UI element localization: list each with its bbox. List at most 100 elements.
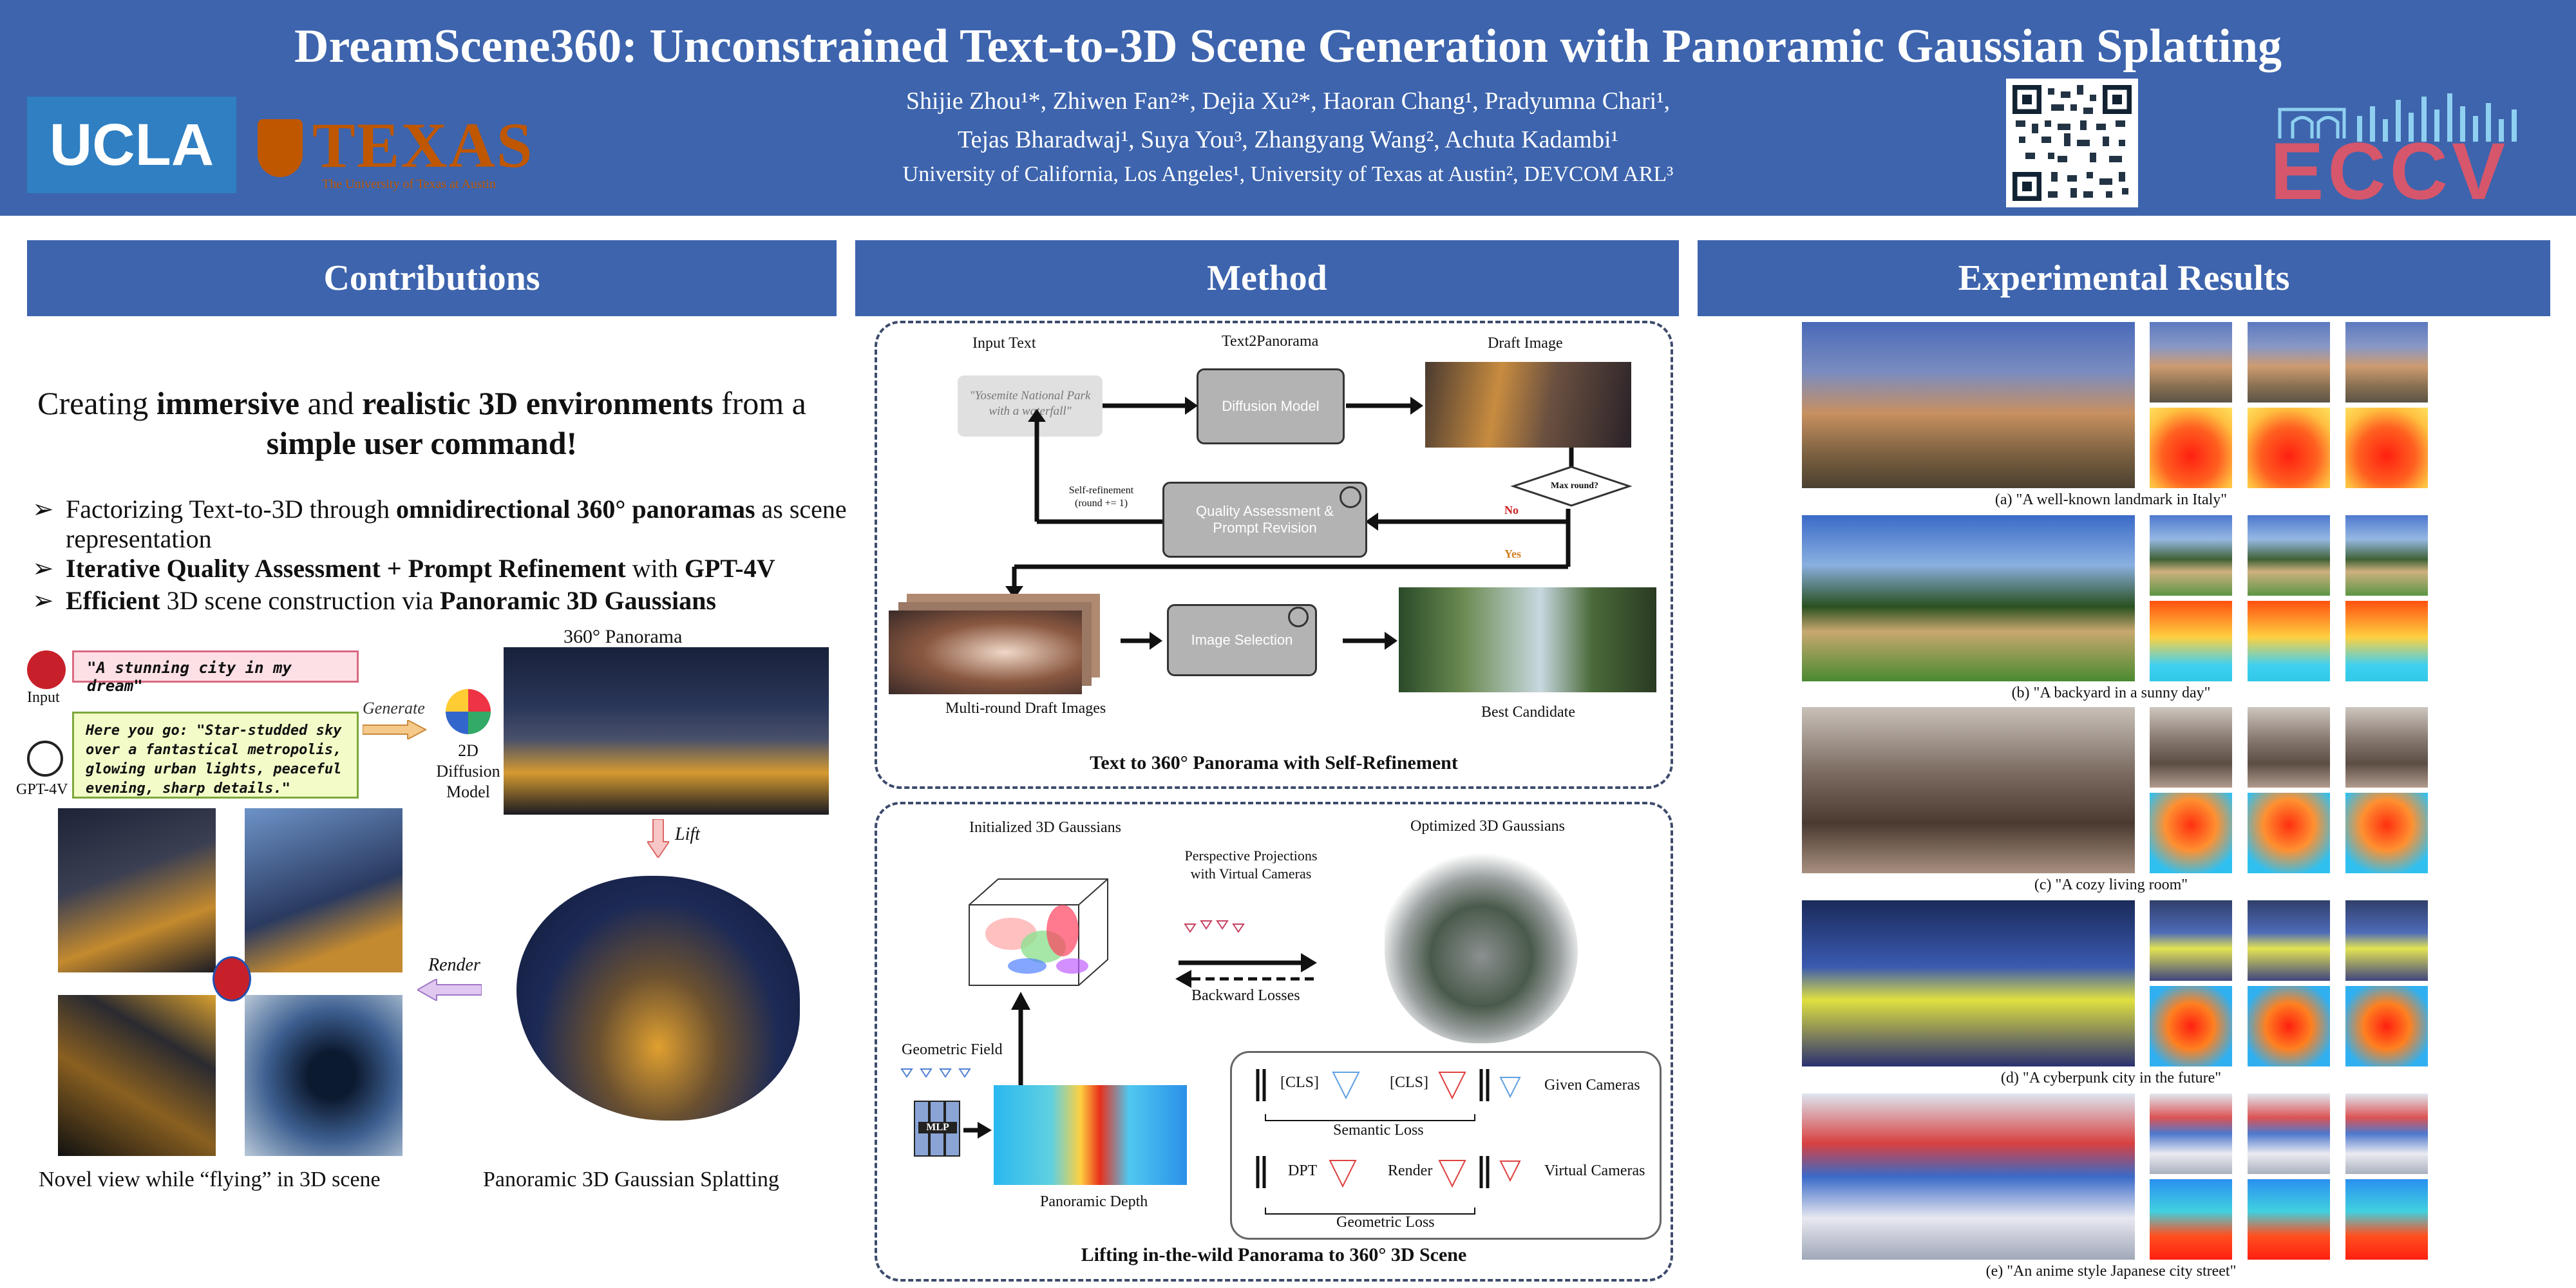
result-view-depth-image (2150, 1179, 2232, 1260)
result-view-depth-image (2345, 601, 2428, 681)
method-bottom-caption: Lifting in-the-wild Panorama to 360° 3D … (1081, 1244, 1467, 1265)
no-label: No (1504, 504, 1519, 516)
result-panorama-image (1802, 322, 2135, 488)
result-view-rgb-image (2248, 900, 2330, 981)
self-refinement-label: Self-refinement (round += 1) (1068, 485, 1134, 509)
poster-header (0, 0, 2576, 216)
result-panorama-image (1802, 707, 2135, 873)
spiderman-icon (213, 956, 251, 1001)
diffusion-model-box: Diffusion Model (1197, 368, 1345, 444)
cls-label-virtual: [CLS] (1390, 1074, 1428, 1091)
qr-code-icon (2012, 85, 2132, 201)
virtual-cameras-label: Virtual Cameras (1544, 1162, 1645, 1179)
generate-arrow-icon (363, 720, 427, 739)
spiderman-icon (27, 650, 66, 689)
diffusion-model-label: 2D Diffusion Model (436, 741, 500, 801)
result-view-rgb-image (2345, 1094, 2428, 1174)
multi-round-label: Multi-round Draft Images (945, 700, 1106, 717)
perspective-label: Perspective Projections with Virtual Cam… (1184, 848, 1318, 882)
result-caption: (a) "A well-known landmark in Italy" (1994, 491, 2228, 508)
result-view-rgb-image (2150, 515, 2232, 596)
bullet-arrow-icon: ➢ (32, 554, 54, 583)
geometric-loss-label: Geometric Loss (1336, 1214, 1435, 1231)
headline-text: from a (713, 385, 806, 421)
openai-logo-icon (1340, 486, 1361, 508)
optimized-gaussians-label: Optimized 3D Gaussians (1410, 818, 1565, 835)
gpt-response-bubble: Here you go: "Star-studded sky over a fa… (72, 712, 359, 799)
panoramic-depth-image (994, 1085, 1187, 1185)
max-round-label: Max round? (1551, 481, 1599, 491)
given-camera-icon (1499, 1077, 1521, 1099)
geometric-field-cameras-icon (900, 1068, 971, 1078)
section-header-method: Method (855, 240, 1679, 316)
bullet-text: 3D scene construction via (160, 586, 440, 615)
poster-title: DreamScene360: Unconstrained Text-to-3D … (294, 20, 2282, 73)
section-header-contributions: Contributions (27, 240, 837, 316)
result-view-rgb-image (2345, 515, 2428, 596)
camera-arrows-icon (1175, 920, 1317, 988)
novel-view-image-2 (245, 808, 402, 972)
result-view-rgb-image (2248, 1094, 2330, 1174)
bullet-text: as scene representation (66, 495, 847, 553)
result-view-depth-image (2150, 601, 2232, 681)
texas-logo: TEXAS (312, 109, 534, 181)
bullet-bold: GPT-4V (684, 554, 775, 583)
multi-round-draft-image (889, 611, 1082, 694)
qr-code[interactable] (2006, 79, 2138, 207)
cls-label-given: [CLS] (1280, 1074, 1319, 1091)
result-view-rgb-image (2345, 322, 2428, 402)
best-candidate-image (1399, 587, 1656, 692)
eccv-logo: ECCV (2270, 127, 2510, 216)
draft-image-label: Draft Image (1488, 335, 1563, 352)
semantic-loss-label: Semantic Loss (1333, 1122, 1424, 1139)
authors-line-2: Tejas Bharadwaj¹, Suya You³, Zhangyang W… (958, 126, 1618, 153)
result-view-rgb-image (2248, 515, 2330, 596)
result-caption: (b) "A backyard in a sunny day" (2011, 685, 2211, 701)
panorama-image (504, 647, 829, 815)
render-loss-label: Render (1388, 1162, 1433, 1179)
novel-view-image-1 (58, 808, 216, 972)
input-text-label: Input Text (972, 335, 1036, 352)
novel-view-image-3 (58, 995, 216, 1156)
bullet-text: with (625, 554, 685, 583)
palette-icon (446, 689, 491, 734)
bullet-bold: Iterative Quality Assessment + Prompt Re… (66, 554, 626, 583)
texas-shield-icon (258, 119, 303, 177)
bullet-text: Factorizing Text-to-3D through (66, 495, 397, 524)
lift-arrow-icon (647, 819, 669, 858)
method-panel-bottom (875, 802, 1673, 1282)
method-top-flow-icon (1005, 397, 1633, 650)
semantic-loss-bracket-icon (1256, 1069, 1490, 1121)
best-candidate-label: Best Candidate (1481, 704, 1575, 721)
openai-logo-icon (1288, 607, 1309, 627)
draft-image (1425, 362, 1631, 448)
yes-label: Yes (1504, 547, 1521, 560)
headline-bold: simple user command! (266, 425, 578, 461)
headline-bold: realistic 3D environments (362, 385, 714, 421)
result-view-depth-image (2248, 986, 2330, 1066)
result-view-depth-image (2345, 1179, 2428, 1260)
mlp-label: MLP (918, 1122, 957, 1133)
backward-losses-label: Backward Losses (1191, 987, 1300, 1004)
gaussian-sphere-image (516, 876, 800, 1121)
result-view-depth-image (2248, 793, 2330, 873)
dpt-label: DPT (1288, 1162, 1318, 1179)
given-cameras-label: Given Cameras (1544, 1077, 1640, 1094)
bullet-bold: Panoramic 3D Gaussians (439, 586, 716, 615)
result-panorama-image (1802, 515, 2135, 681)
bullet-arrow-icon: ➢ (32, 586, 54, 615)
novel-view-caption: Novel view while “flying” in 3D scene (39, 1168, 381, 1191)
panoramic-depth-label: Panoramic Depth (1040, 1193, 1148, 1210)
result-view-depth-image (2248, 601, 2330, 681)
prompt-box: "Yosemite National Park with a waterfall… (958, 375, 1103, 437)
splatting-caption: Panoramic 3D Gaussian Splatting (483, 1168, 779, 1191)
method-panel-top (875, 321, 1673, 789)
result-view-depth-image (2248, 1179, 2330, 1260)
result-caption: (d) "A cyberpunk city in the future" (2000, 1070, 2222, 1086)
bullet-bold: Efficient (66, 586, 160, 615)
loss-panel (1230, 1051, 1662, 1240)
ucla-logo-text: UCLA (49, 111, 214, 178)
affiliations: University of California, Los Angeles¹, … (902, 162, 1674, 186)
result-view-rgb-image (2248, 322, 2330, 402)
eccv-skyline-icon (2278, 93, 2517, 142)
